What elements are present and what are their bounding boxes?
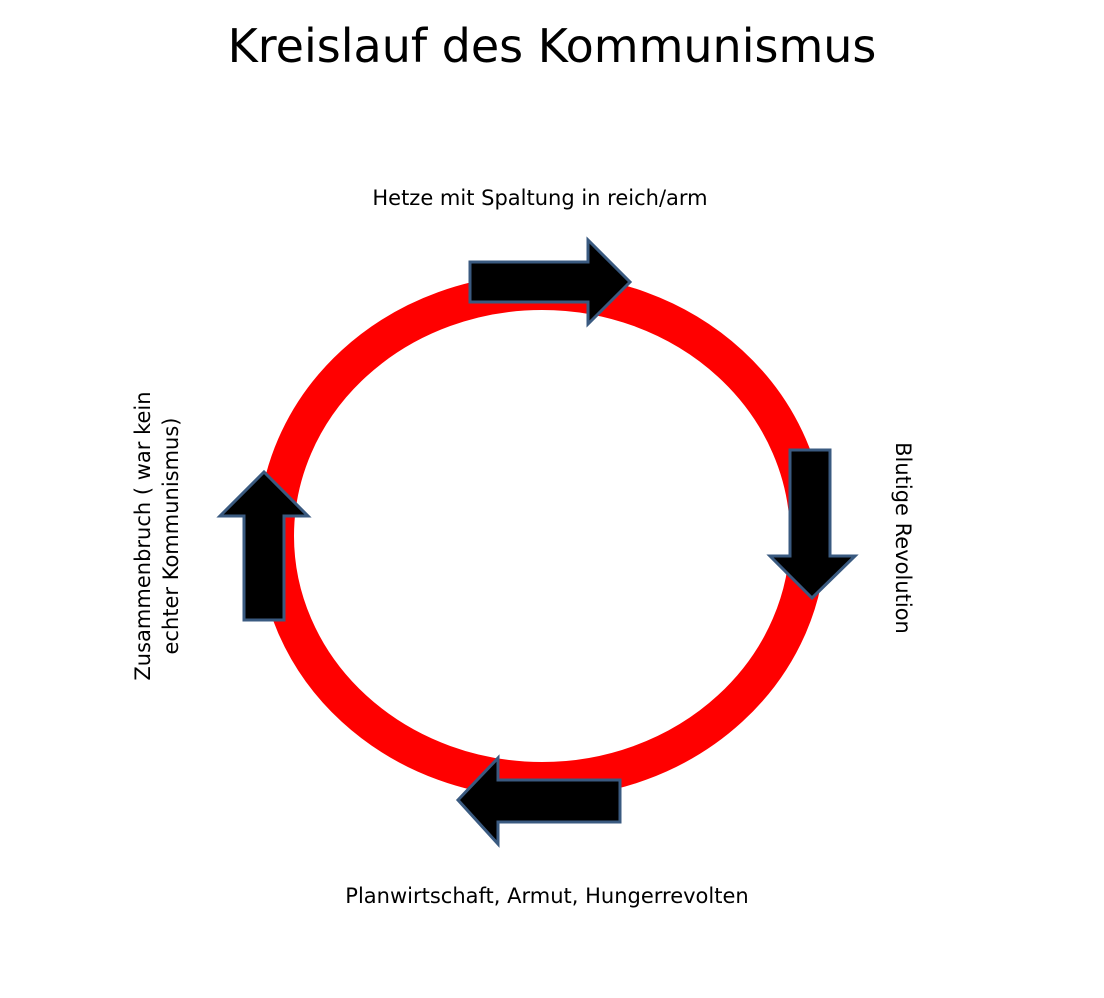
arrow-up-icon [216,469,312,622]
stage-label-left: Zusammenbruch ( war kein echter Kommunis… [129,376,185,696]
stage-label-bottom: Planwirtschaft, Armut, Hungerrevolten [345,884,749,908]
diagram-title: Kreislauf des Kommunismus [227,19,877,73]
arrow-down-icon [766,448,859,601]
stage-label-right: Blutige Revolution [891,442,915,634]
arrow-left-icon [455,754,622,848]
cycle-ring [258,274,826,798]
arrow-right-icon [468,236,633,328]
stage-label-left-line2: echter Kommunismus) [159,417,183,655]
stage-label-top: Hetze mit Spaltung in reich/arm [372,186,708,210]
stage-label-left-line1: Zusammenbruch ( war kein [131,391,155,681]
